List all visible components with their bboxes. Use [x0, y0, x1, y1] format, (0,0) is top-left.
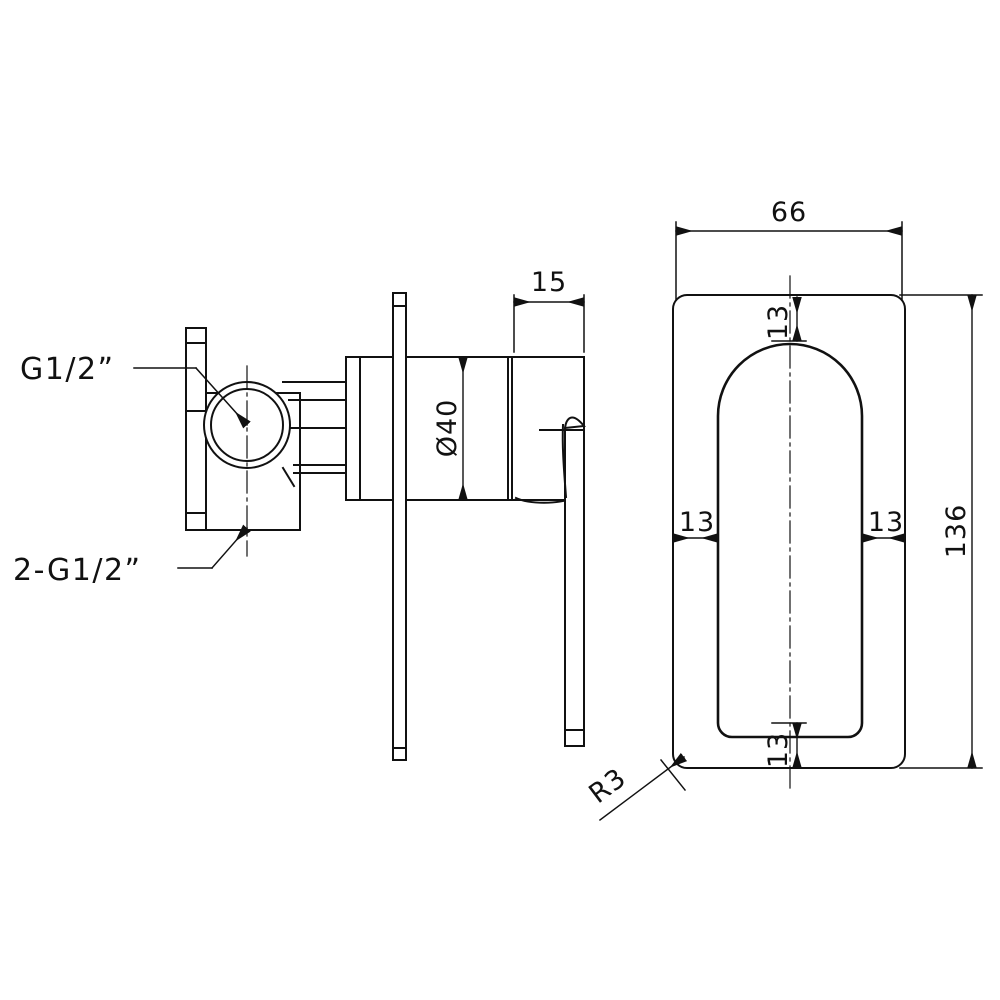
leader-outlet-threads [177, 524, 251, 570]
dimension-handle-depth: 15 [513, 267, 585, 353]
dimension-plate-height: 136 [899, 294, 983, 769]
front-view-group: 66 136 13 13 [583, 197, 983, 822]
wall-flange-plate [185, 327, 207, 531]
side-view-group: G1/2” 2-G1/2” Ø40 15 [13, 267, 586, 761]
dimension-margin-left: 13 [672, 494, 719, 546]
dimension-value-margin-bottom: 13 [763, 732, 794, 768]
dimension-value-margin-right: 13 [868, 507, 904, 538]
label-outlet-threads: 2-G1/2” [13, 553, 142, 588]
cylinder-collar [345, 356, 361, 501]
dimension-margin-bottom: 13 [763, 722, 807, 769]
dimension-value-plate-width: 66 [771, 197, 807, 228]
dimension-plate-width: 66 [675, 197, 903, 301]
dimension-margin-right: 13 [861, 494, 906, 546]
dimension-value-diameter: Ø40 [432, 399, 463, 458]
lever-handle [539, 416, 586, 747]
cylindrical-handle-body [359, 356, 513, 501]
dimension-handle-diameter: Ø40 [432, 356, 468, 501]
dimension-value-margin-left: 13 [679, 507, 715, 538]
dimension-value-margin-top: 13 [763, 304, 794, 340]
dimension-margin-top: 13 [763, 296, 807, 342]
wall-plate-edge-view [392, 292, 407, 761]
label-inlet-thread: G1/2” [20, 352, 115, 387]
pipe-spool-lines [281, 381, 347, 488]
dimension-value-plate-height: 136 [941, 504, 972, 559]
leader-inlet-thread [133, 366, 251, 429]
dimension-value-depth: 15 [531, 267, 567, 298]
